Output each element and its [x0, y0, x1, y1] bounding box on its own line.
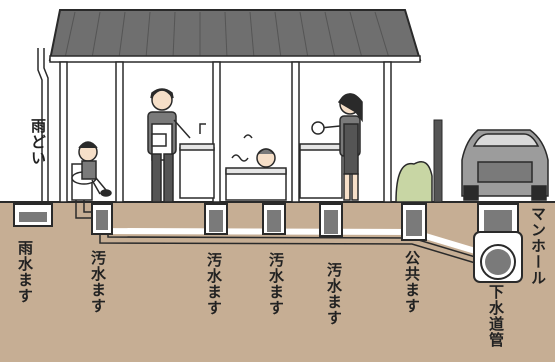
manhole-shape [473, 203, 523, 283]
person-at-sink [147, 88, 191, 203]
fence-post [433, 119, 443, 203]
public-basin-shape [401, 203, 427, 241]
toilet-with-child [71, 141, 112, 201]
sewer-pipe-label: 下水道管 [487, 284, 505, 348]
kitchen-with-person [299, 93, 363, 201]
house-pillars [59, 61, 392, 203]
sewage-basin-2-shape [204, 203, 228, 235]
public-basin-label: 公共ます [403, 250, 421, 314]
sewage-basin-4-label: 汚水ます [325, 262, 343, 326]
rainwater-basin-label: 雨水ます [16, 240, 34, 304]
sink-counter [179, 123, 215, 199]
sewage-basin-1-label: 汚水ます [89, 250, 107, 314]
sewage-basin-3-shape [262, 203, 286, 235]
rainwater-basin [13, 203, 53, 227]
roof [48, 9, 422, 63]
sewage-basin-4-shape [319, 203, 343, 237]
shrub [395, 161, 433, 203]
child-in-bath [225, 134, 287, 201]
sewage-basin-2-label: 汚水ます [205, 252, 223, 316]
sewage-basin-1-shape [91, 203, 113, 235]
rain-gutter-label: 雨どい [29, 118, 47, 166]
manhole-label: マンホール [529, 206, 547, 286]
sewage-basin-3-label: 汚水ます [267, 252, 285, 316]
car [461, 129, 549, 201]
